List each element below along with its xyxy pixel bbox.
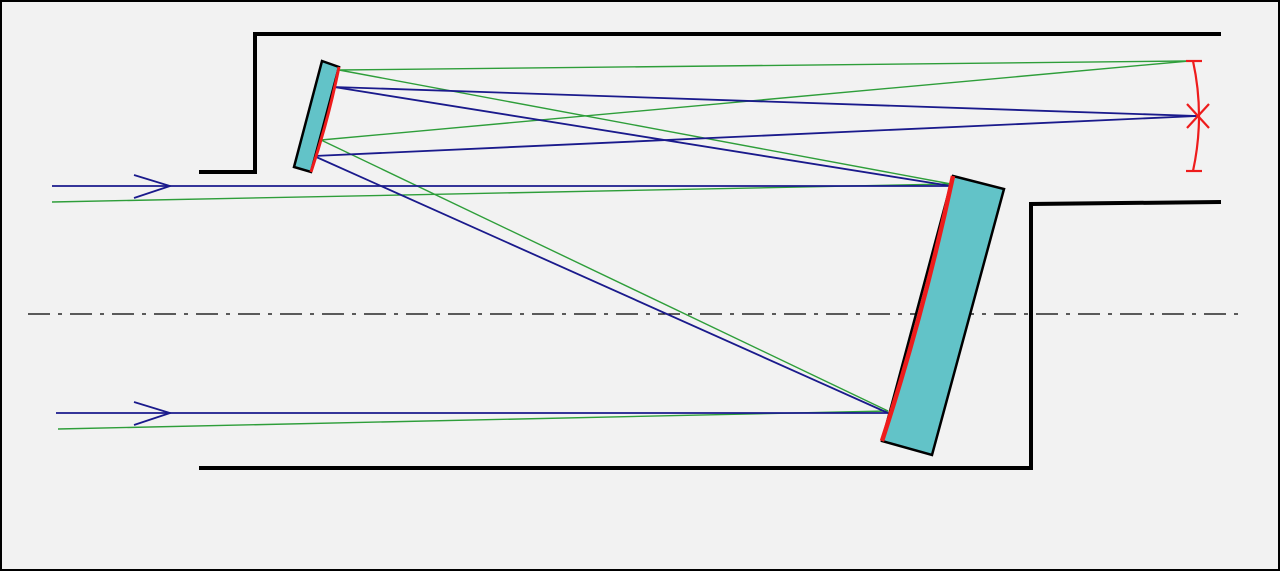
green-ray-primary-to-secondary-a xyxy=(338,69,952,185)
focal-plane xyxy=(1186,59,1210,173)
green-ray-upper-in xyxy=(51,183,952,203)
primary-mirror xyxy=(879,174,1006,457)
green-ray-lower-in xyxy=(57,410,889,430)
arrow-head-lower xyxy=(133,401,173,426)
tube-walls xyxy=(199,32,1222,470)
secondary-mirror-surface xyxy=(309,66,341,173)
secondary-mirror xyxy=(292,59,341,174)
on-axis-rays xyxy=(52,86,1198,426)
tube-lower-wall xyxy=(199,200,1222,470)
focus-cross-b xyxy=(1186,103,1210,129)
primary-mirror-surface xyxy=(879,175,956,442)
blue-ray-secondary-to-focus-a xyxy=(333,86,1198,117)
primary-mirror-body xyxy=(880,174,1006,457)
green-ray-secondary-to-focus-a xyxy=(338,60,1190,71)
blue-ray-secondary-to-focus-b xyxy=(313,115,1198,157)
blue-ray-primary-to-secondary-a xyxy=(333,86,952,187)
arrow-head-upper xyxy=(133,174,173,199)
blue-ray-primary-to-secondary-b xyxy=(313,155,889,414)
tube-upper-wall xyxy=(199,32,1221,174)
